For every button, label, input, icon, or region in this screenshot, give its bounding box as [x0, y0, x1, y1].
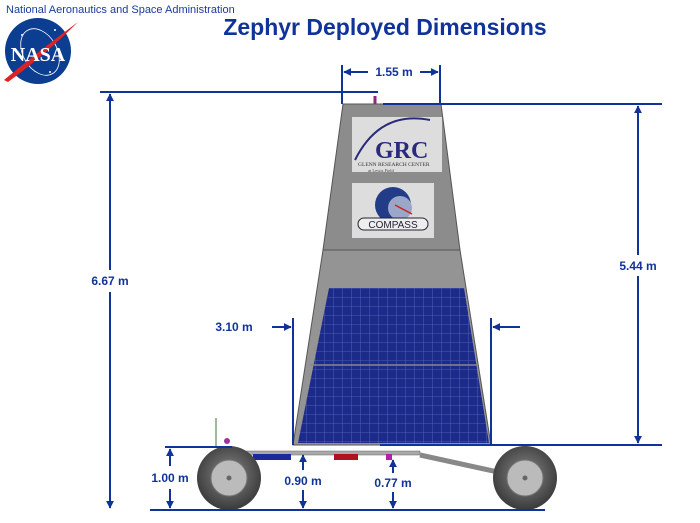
rear-wheel — [493, 446, 557, 510]
sail-top-width-label: 1.55 m — [375, 65, 412, 79]
nasa-logo: NASA — [4, 18, 78, 84]
total-height-label: 6.67 m — [91, 274, 128, 288]
svg-text:at Lewis Field: at Lewis Field — [368, 168, 394, 173]
grc-logo-panel — [352, 117, 442, 172]
svg-text:GRC: GRC — [375, 138, 428, 164]
dimension-lines — [100, 65, 662, 511]
chassis-clearance-label: 0.90 m — [284, 474, 321, 488]
page-title: Zephyr Deployed Dimensions — [223, 14, 547, 40]
sail-bottom-width-label: 3.10 m — [215, 320, 252, 334]
sail-height-label: 5.44 m — [619, 259, 656, 273]
front-wheel — [197, 446, 261, 510]
svg-text:GLENN RESEARCH CENTER: GLENN RESEARCH CENTER — [358, 162, 430, 168]
svg-text:COMPASS: COMPASS — [368, 220, 418, 231]
agency-name: National Aeronautics and Space Administr… — [6, 4, 235, 16]
sail: GRC GLENN RESEARCH CENTER at Lewis Field… — [292, 103, 492, 446]
platform-height-label: 1.00 m — [151, 471, 188, 485]
svg-text:NASA: NASA — [11, 44, 66, 66]
min-clearance-label: 0.77 m — [374, 476, 411, 490]
